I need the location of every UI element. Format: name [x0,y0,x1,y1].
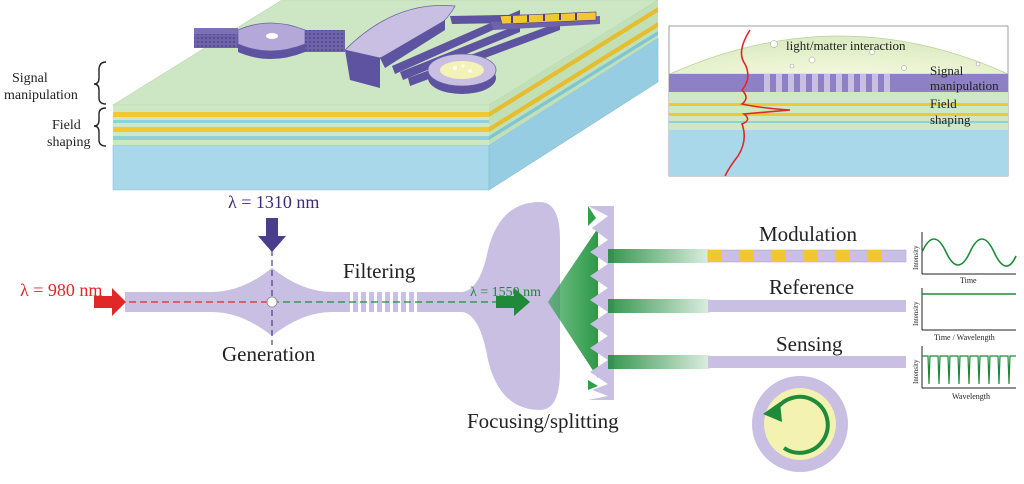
field-brace [93,107,107,147]
plot-reference: Intensity Time / Wavelength [912,288,1016,342]
xs-interaction-label: light/matter interaction [786,38,906,53]
reference-waveguide [708,300,906,312]
plot-ref-xlabel: Time / Wavelength [934,333,995,342]
beam-sensing [608,355,710,369]
chip-signal-label-1: Signal [12,71,48,86]
chip-field-label-1: Field [52,118,81,133]
modulation-sine-trace [921,238,1017,267]
chip-substrate-front [112,144,490,191]
plot-sens-xlabel: Wavelength [952,392,990,401]
label-lambda-1310: λ = 1310 nm [228,192,319,212]
label-focusing: Focusing/splitting [467,409,619,433]
chip-layer-yellow [113,112,489,117]
chip-field-label-2: shaping [47,135,91,150]
chip-waveguide-structures [194,4,600,94]
cross-section-view: light/matter interaction Signal manipula… [668,25,1009,177]
label-sensing: Sensing [776,332,843,356]
chip-signal-label-2: manipulation [4,88,78,103]
mode-profile-curve [724,29,791,177]
plot-sens-ylabel: Intensity [912,359,920,384]
label-reference: Reference [769,275,854,299]
modulation-waveguide [707,249,907,263]
beam-modulation [608,249,710,263]
chip-3d-view: Signal manipulation Field shaping [4,0,659,191]
label-filtering: Filtering [343,259,416,283]
label-generation: Generation [222,342,316,366]
sensing-resonance-trace [922,355,1016,385]
arrow-1310 [258,218,286,252]
arrow-980 [94,288,126,316]
plot-sensing: Intensity Wavelength [912,346,1016,401]
waveguide-circuit [94,202,907,472]
splitter-sawtooth [588,206,614,400]
label-lambda-980: λ = 980 nm [20,280,102,300]
arrow-1550 [496,288,530,316]
xs-field-label-2: shaping [930,112,971,127]
plot-ref-ylabel: Intensity [912,301,920,326]
plot-modulation: Intensity Time [912,232,1017,285]
sensing-waveguide [708,356,906,368]
xs-field-label-1: Field [930,96,957,111]
beam-reference [608,299,710,313]
chip-modulator-strip [499,11,597,25]
xs-signal-label-1: Signal [930,63,964,78]
ring-circulation-icon [774,394,830,455]
xs-signal-label-2: manipulation [930,78,999,93]
label-lambda-1550: λ = 1550 nm [470,285,541,300]
signal-brace [93,61,107,105]
plot-mod-ylabel: Intensity [912,245,920,270]
label-modulation: Modulation [759,222,857,246]
plot-mod-xlabel: Time [960,276,977,285]
chip-substrate-side [488,37,659,191]
ring-resonator [752,376,848,472]
